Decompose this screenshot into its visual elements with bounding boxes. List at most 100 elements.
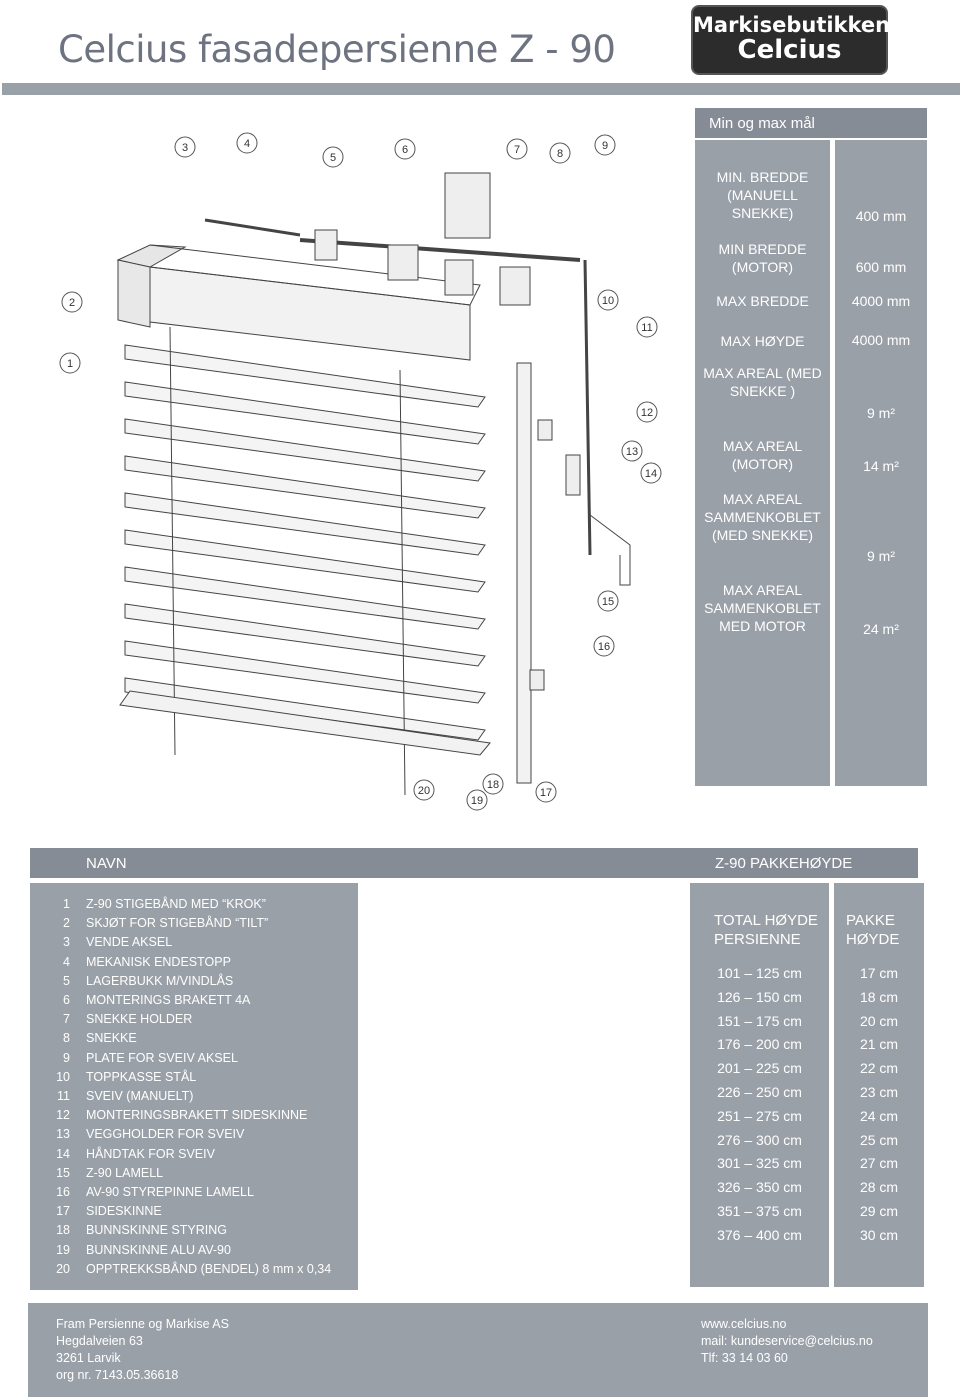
part-number: 8	[63, 1031, 70, 1046]
callout-circle	[621, 440, 643, 462]
callout-number: 17	[540, 787, 552, 799]
callout-12: 12	[636, 401, 658, 423]
spec-label: MAX AREAL SAMMENKOBLET (MED SNEKKE)	[704, 491, 821, 543]
callout-6: 6	[394, 138, 416, 160]
part-name: BUNNSKINNE ALU AV-90	[86, 1242, 231, 1257]
package-height-cell: 23 cm	[859, 1084, 899, 1100]
footer-address: Fram Persienne og Markise AS Hegdalveien…	[56, 1316, 229, 1384]
callout-number: 14	[645, 468, 657, 480]
spec-label: MIN. BREDDE (MANUELL SNEKKE)	[716, 169, 809, 221]
callout-circle	[61, 291, 83, 313]
callout-circle	[593, 635, 615, 657]
website-link[interactable]: www.celcius.no	[701, 1317, 787, 1331]
callout-8: 8	[549, 142, 571, 164]
package-total-cell: 201 – 225 cm	[717, 1060, 802, 1077]
spec-label: MAX HØYDE	[720, 333, 805, 349]
spec-label: MAX AREAL (MED SNEKKE )	[703, 365, 822, 399]
spec-value: 24 m²	[863, 621, 899, 637]
part-number: 16	[56, 1185, 70, 1199]
package-total-cell: 176 – 200 cm	[717, 1036, 802, 1053]
callout-circle	[466, 789, 488, 811]
callout-1: 1	[59, 352, 81, 374]
package-height-cell: 25 cm	[859, 1131, 899, 1148]
callout-circle	[506, 138, 528, 160]
specs-value-column: 400 mm 600 mm 4000 mm 4000 mm 9 m² 14 m²…	[835, 140, 927, 786]
spec-value: 4000 mm	[851, 293, 911, 309]
callout-circle	[636, 316, 658, 338]
callout-number: 2	[69, 297, 75, 309]
callout-circle	[394, 138, 416, 160]
part-number: 9	[63, 1050, 70, 1065]
package-total-cell: 326 – 350 cm	[717, 1179, 802, 1196]
part-number: 5	[63, 973, 70, 988]
part-name: SNEKKE	[86, 1031, 137, 1046]
package-height-cell: 17 cm	[859, 965, 899, 981]
callout-number: 6	[402, 144, 408, 156]
part-row: 10 TOPPKASSE STÅL	[30, 1070, 196, 1084]
callout-15: 15	[597, 590, 619, 612]
callout-number: 11	[641, 322, 652, 334]
part-name: BUNNSKINNE STYRING	[86, 1223, 227, 1238]
callout-circle	[59, 352, 81, 374]
part-number: 19	[56, 1242, 70, 1257]
callout-number: 13	[626, 446, 638, 458]
part-name: MONTERINGS BRAKETT 4A	[86, 993, 251, 1007]
spec-value: 600 mm	[855, 259, 907, 275]
callout-number: 5	[330, 152, 336, 164]
spec-value: 4000 mm	[851, 332, 911, 348]
package-height-cell: 18 cm	[859, 988, 899, 1005]
part-row: 5 LAGERBUKK M/VINDLÅS	[30, 974, 233, 988]
part-name: SNEKKE HOLDER	[86, 1012, 193, 1027]
callout-11: 11	[636, 316, 658, 338]
package-total-cell: 151 – 175 cm	[717, 1012, 802, 1029]
callout-4: 4	[236, 132, 258, 154]
part-name: LAGERBUKK M/VINDLÅS	[86, 973, 234, 988]
part-number: 6	[63, 993, 70, 1007]
part-number: 20	[56, 1261, 70, 1276]
specs-heading: Min og max mål	[695, 108, 927, 138]
part-number: 10	[56, 1069, 70, 1084]
slat	[124, 640, 486, 704]
slat	[124, 603, 486, 667]
parts-header-bar: NAVN Z-90 PAKKEHØYDE	[30, 848, 918, 878]
callout-number: 1	[67, 358, 73, 370]
callout-19: 19	[466, 789, 488, 811]
phone: Tlf: 33 14 03 60	[701, 1351, 788, 1365]
part-name: MONTERINGSBRAKETT SIDESKINNE	[86, 1108, 308, 1123]
email-link[interactable]: mail: kundeservice@celcius.no	[701, 1334, 873, 1348]
package-col1-head: TOTAL HØYDE	[714, 912, 818, 929]
package-heading: Z-90 PAKKEHØYDE	[715, 855, 853, 872]
callout-2: 2	[61, 291, 83, 313]
part-name: PLATE FOR SVEIV AKSEL	[86, 1050, 238, 1065]
spec-value: 400 mm	[855, 208, 907, 224]
org-number: org nr. 7143.05.36618	[56, 1368, 179, 1382]
slat	[124, 455, 486, 519]
part-name: MEKANISK ENDESTOPP	[86, 954, 231, 969]
part-name: Z-90 STIGEBÅND MED “KROK”	[86, 897, 266, 911]
part-row: 8 SNEKKE	[30, 1031, 137, 1045]
logo-line-2: Celcius	[737, 35, 842, 65]
callout-number: 16	[598, 641, 610, 653]
callout-number: 3	[182, 142, 188, 154]
part-number: 4	[63, 954, 70, 969]
slats	[124, 344, 486, 741]
callout-17: 17	[535, 781, 557, 803]
footer-contact: www.celcius.no mail: kundeservice@celciu…	[701, 1316, 873, 1367]
part-name: HÅNDTAK FOR SVEIV	[86, 1146, 215, 1161]
callout-circle	[636, 401, 658, 423]
package-total-cell: 351 – 375 cm	[717, 1203, 802, 1219]
package-col2-head: HØYDE	[846, 931, 900, 948]
callout-circle	[174, 136, 196, 158]
part-number: 15	[56, 1165, 70, 1180]
package-total-cell: 276 – 300 cm	[717, 1131, 802, 1148]
part-name: TOPPKASSE STÅL	[86, 1069, 197, 1084]
package-total-cell: 376 – 400 cm	[717, 1226, 802, 1243]
part-name: VENDE AKSEL	[86, 935, 173, 950]
